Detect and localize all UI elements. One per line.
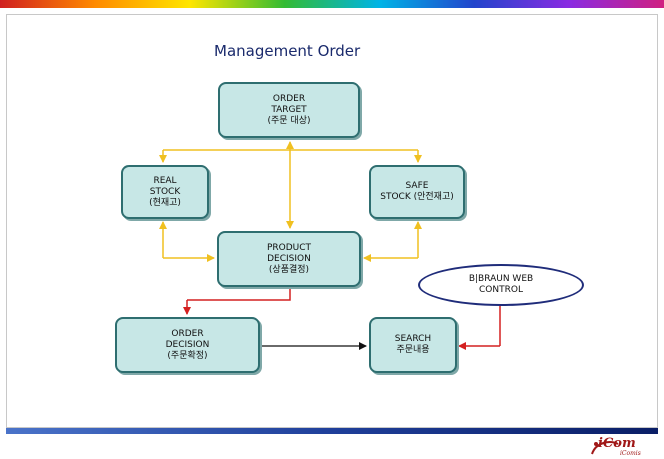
real-stock-box: REAL STOCK (현재고) bbox=[121, 165, 209, 219]
page-title: Management Order bbox=[214, 42, 361, 60]
order-decision-line-2: DECISION bbox=[165, 339, 210, 350]
bottom-blue-bar bbox=[6, 428, 658, 434]
safe-stock-line-2: STOCK (안전재고) bbox=[380, 192, 454, 202]
web-control-line-2: CONTROL bbox=[479, 285, 523, 295]
red-connector-product-order bbox=[183, 287, 291, 315]
order-target-line-3: (주문 대상) bbox=[267, 115, 311, 126]
order-target-box: ORDER TARGET (주문 대상) bbox=[218, 82, 360, 138]
web-control-line-1: B|BRAUN WEB bbox=[468, 274, 534, 284]
logo-swoosh-icon bbox=[591, 441, 619, 455]
order-decision-box: ORDER DECISION (주문확정) bbox=[115, 317, 260, 373]
yellow-connector-real-product bbox=[159, 221, 215, 262]
logo-text: iCom bbox=[598, 436, 636, 451]
real-stock-line-3: (현재고) bbox=[149, 197, 181, 208]
web-control-oval: B|BRAUN WEB CONTROL bbox=[418, 264, 584, 306]
yellow-connector-safe-product bbox=[363, 221, 422, 262]
rainbow-top-bar bbox=[0, 0, 664, 8]
yellow-connector-target-stock bbox=[159, 149, 422, 163]
product-decision-line-3: (상품결정) bbox=[268, 264, 310, 275]
logo-subtext: iComis bbox=[620, 450, 641, 457]
product-decision-line-2: DECISION bbox=[267, 253, 311, 264]
red-connector-web-search bbox=[458, 306, 501, 350]
order-decision-line-1: ORDER bbox=[171, 328, 204, 339]
order-target-line-2: TARGET bbox=[271, 104, 307, 115]
search-line-1: SEARCH bbox=[394, 334, 432, 344]
product-decision-line-1: PRODUCT bbox=[266, 242, 312, 253]
search-box: SEARCH 주문내용 bbox=[369, 317, 457, 373]
safe-stock-line-1: SAFE bbox=[405, 181, 429, 191]
real-stock-line-1: REAL bbox=[153, 175, 177, 186]
real-stock-line-2: STOCK bbox=[149, 186, 181, 197]
order-target-line-1: ORDER bbox=[272, 93, 306, 104]
search-line-2: 주문내용 bbox=[396, 345, 430, 355]
product-decision-box: PRODUCT DECISION (상품결정) bbox=[217, 231, 361, 287]
safe-stock-box: SAFE STOCK (안전재고) bbox=[369, 165, 465, 219]
order-decision-line-3: (주문확정) bbox=[167, 350, 208, 361]
